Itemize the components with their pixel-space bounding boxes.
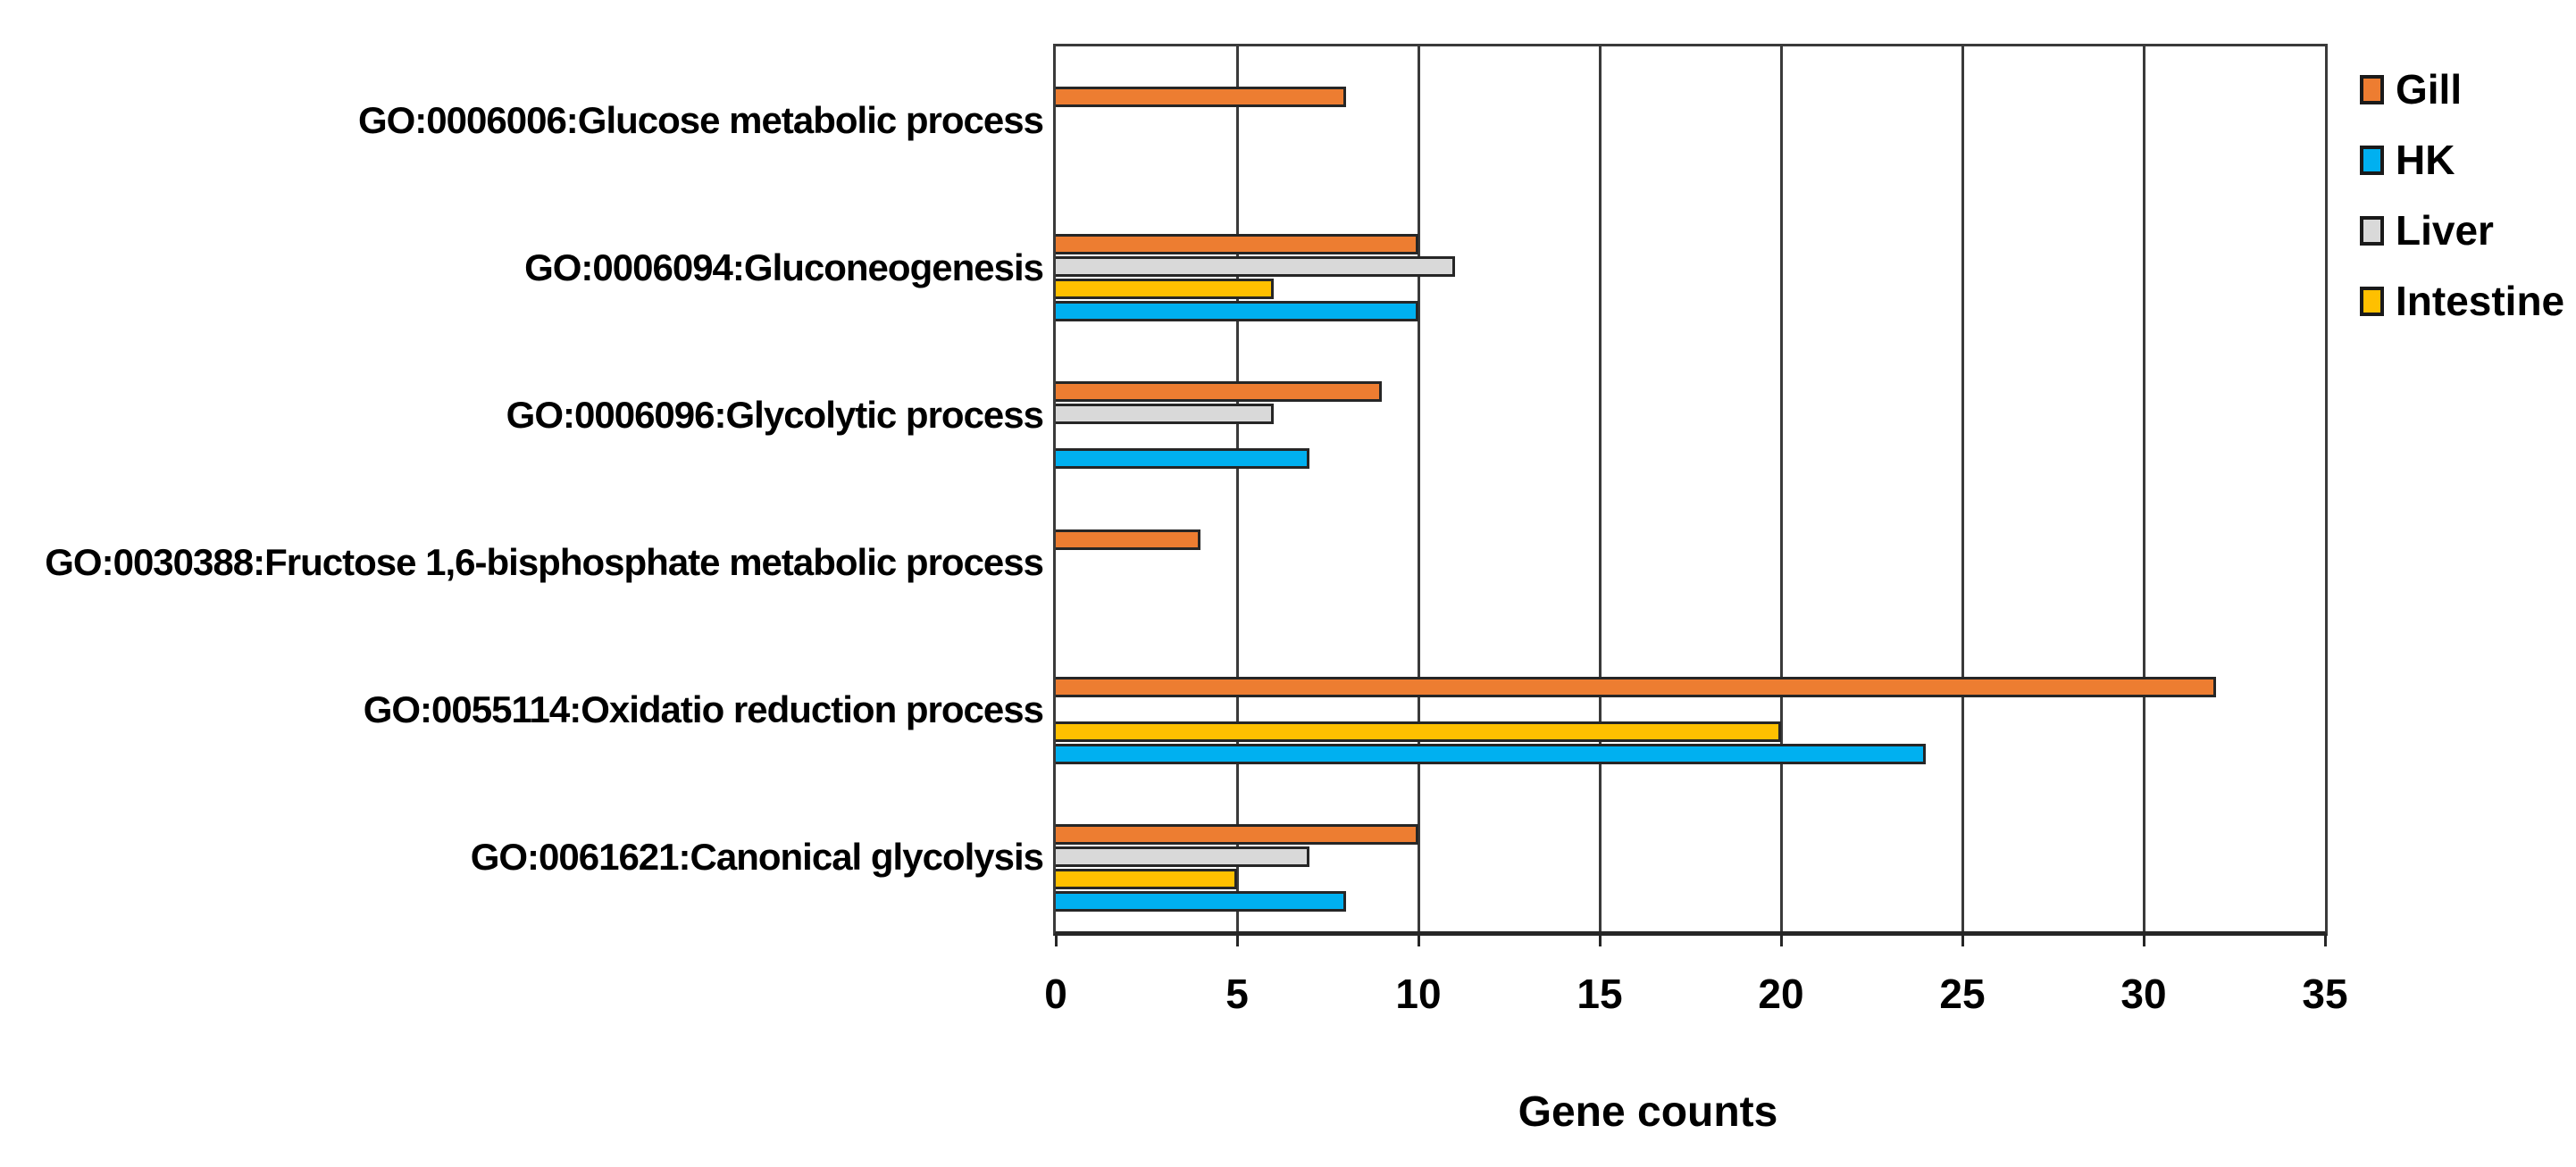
x-tick-25 — [1961, 936, 1964, 946]
bar-liver-category-3 — [1056, 404, 1274, 424]
bar-intestine-category-6 — [1056, 869, 1237, 889]
x-axis-title: Gene counts — [1518, 1088, 1778, 1136]
category-label-1: GO:0006006:Glucose metabolic process — [357, 99, 1044, 141]
legend-label-hk: HK — [2396, 137, 2455, 183]
x-tick-0 — [1055, 936, 1058, 946]
bar-gill-category-4 — [1056, 529, 1200, 550]
x-tick-label-15: 15 — [1577, 971, 1623, 1017]
category-label-6: GO:0061621:Canonical glycolysis — [470, 836, 1044, 878]
x-tick-5 — [1236, 936, 1239, 946]
category-label-2: GO:0006094:Gluconeogenesis — [524, 246, 1044, 288]
bar-intestine-category-5 — [1056, 721, 1781, 742]
x-tick-label-10: 10 — [1395, 971, 1442, 1017]
x-tick-20 — [1780, 936, 1783, 946]
x-tick-label-25: 25 — [1939, 971, 1986, 1017]
category-label-5: GO:0055114:Oxidatio reduction process — [363, 688, 1044, 730]
gridline-20 — [1779, 46, 1783, 931]
legend-swatch-intestine — [2360, 287, 2384, 316]
x-tick-label-30: 30 — [2120, 971, 2167, 1017]
bar-liver-category-2 — [1056, 256, 1455, 277]
gridline-10 — [1417, 46, 1420, 931]
bar-gill-category-6 — [1056, 824, 1418, 845]
gridline-25 — [1961, 46, 1964, 931]
bar-gill-category-5 — [1056, 677, 2216, 697]
plot-area — [1053, 44, 2328, 936]
bar-liver-category-6 — [1056, 846, 1309, 867]
legend-swatch-liver — [2360, 216, 2384, 246]
bar-gill-category-2 — [1056, 234, 1418, 254]
legend-label-intestine: Intestine — [2396, 278, 2565, 324]
x-tick-label-20: 20 — [1758, 971, 1804, 1017]
legend-swatch-hk — [2360, 146, 2384, 175]
x-tick-label-35: 35 — [2302, 971, 2348, 1017]
gridline-15 — [1598, 46, 1602, 931]
bar-hk-category-5 — [1056, 744, 1926, 764]
bar-gill-category-1 — [1056, 87, 1346, 107]
x-tick-label-0: 0 — [1044, 971, 1067, 1017]
x-tick-15 — [1599, 936, 1602, 946]
bar-hk-category-6 — [1056, 891, 1346, 912]
bar-intestine-category-2 — [1056, 279, 1274, 299]
gridline-30 — [2142, 46, 2145, 931]
bar-gill-category-3 — [1056, 381, 1382, 402]
category-label-3: GO:0006096:Glycolytic process — [506, 394, 1044, 436]
x-tick-label-5: 5 — [1225, 971, 1249, 1017]
legend-label-liver: Liver — [2396, 207, 2494, 254]
legend-label-gill: Gill — [2396, 66, 2463, 113]
legend-swatch-gill — [2360, 75, 2384, 104]
x-tick-35 — [2324, 936, 2327, 946]
x-tick-30 — [2143, 936, 2145, 946]
x-tick-10 — [1418, 936, 1420, 946]
category-label-4: GO:0030388:Fructose 1,6-bisphosphate met… — [45, 541, 1044, 583]
bar-hk-category-3 — [1056, 448, 1309, 469]
gridline-5 — [1235, 46, 1239, 931]
bar-hk-category-2 — [1056, 301, 1418, 321]
